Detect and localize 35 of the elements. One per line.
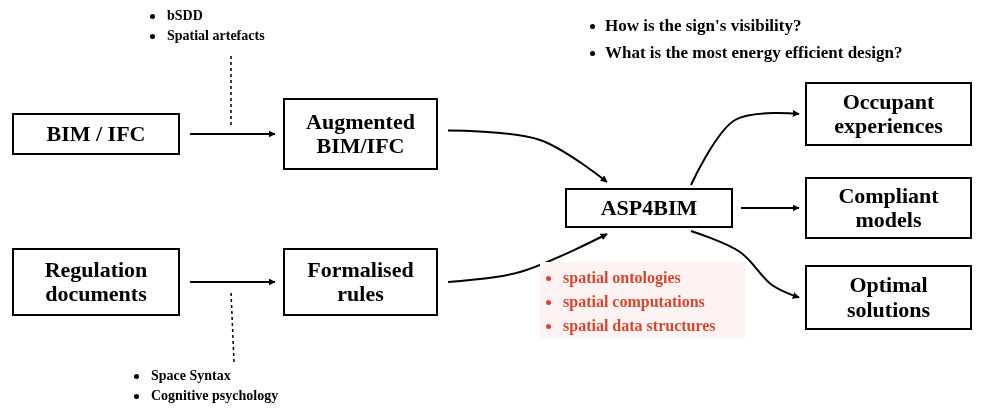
process-box xyxy=(805,265,972,330)
arrow xyxy=(447,129,608,183)
box-label: Occupant experiences xyxy=(833,89,944,139)
question-text: How is the sign's visibility? xyxy=(605,15,802,37)
leader-line xyxy=(230,291,235,363)
process-box xyxy=(805,82,972,146)
arrow xyxy=(189,278,276,286)
box-label: ASP4BIM xyxy=(600,195,698,221)
bullet-item: Cognitive psychology xyxy=(151,387,279,406)
bullet-item: spatial computations xyxy=(563,292,705,313)
leader-line xyxy=(230,55,232,126)
box-label: Formalised rules xyxy=(306,257,415,307)
bullet-item: Spatial artefacts xyxy=(167,27,265,46)
process-box xyxy=(283,98,438,170)
process-box xyxy=(805,177,972,239)
arrow xyxy=(189,130,276,138)
process-box xyxy=(12,113,180,155)
bullet-item: Space Syntax xyxy=(151,367,231,385)
note-box xyxy=(540,262,745,338)
arrow xyxy=(447,233,608,283)
arrow xyxy=(690,230,800,299)
process-box xyxy=(283,248,438,316)
process-box xyxy=(12,248,180,316)
arrow xyxy=(740,204,800,212)
arrow xyxy=(690,109,800,186)
question-text: What is the most energy efficient design? xyxy=(605,42,903,64)
process-box xyxy=(565,188,733,228)
box-label: Regulation documents xyxy=(43,257,149,307)
box-label: Optimal solutions xyxy=(845,273,932,322)
box-label: Augmented BIM/IFC xyxy=(305,109,416,159)
bullet-item: bSDD xyxy=(167,7,203,25)
bullet-item: spatial data structures xyxy=(563,316,716,337)
box-label: BIM / IFC xyxy=(46,121,146,147)
bullet-item: spatial ontologies xyxy=(563,268,681,289)
box-label: Compliant models xyxy=(837,183,940,233)
